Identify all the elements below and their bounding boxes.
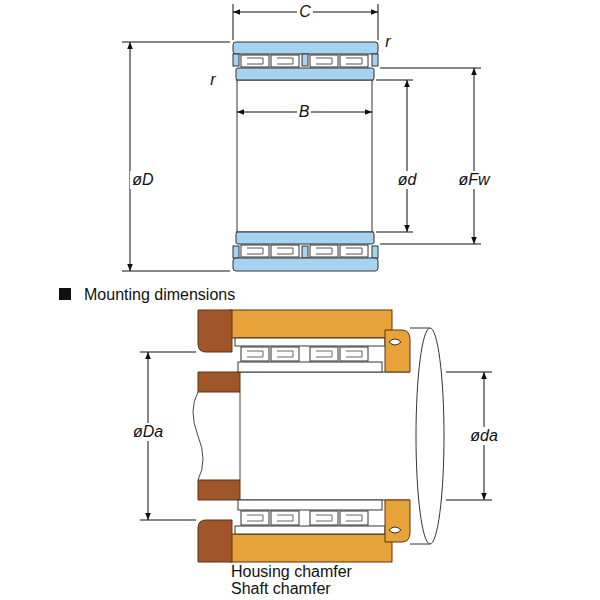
section-heading: Mounting dimensions [84, 286, 235, 304]
dimension-label: ød [396, 171, 419, 189]
note-label: Shaft chamfer [231, 580, 331, 598]
dimension-label: øda [468, 427, 500, 445]
dimension-lines [122, 4, 481, 271]
radius-label: r [208, 71, 217, 89]
dimension-label: øDa [131, 423, 165, 441]
dimension-label: C [297, 3, 313, 21]
bearing-section [233, 42, 378, 271]
radius-label: r [383, 33, 392, 51]
dimension-label: øD [130, 171, 155, 189]
dimension-label: B [297, 103, 312, 121]
dimension-lines [140, 352, 492, 520]
mounting-illustration [193, 310, 444, 562]
note-label: Housing chamfer [231, 563, 352, 581]
heading-square [59, 288, 71, 300]
dimension-label: øFw [456, 171, 491, 189]
